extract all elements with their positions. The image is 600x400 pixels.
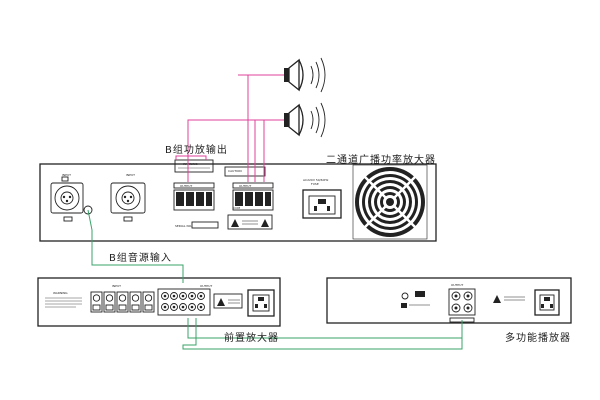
pre-warning-label: WARNING [45, 291, 82, 308]
amp-serial-plate: SERIAL NO. [175, 221, 219, 229]
svg-text:FUSE: FUSE [311, 182, 319, 186]
xlr-input-left: INPUT [50, 173, 93, 222]
svg-text:SERIAL NO.: SERIAL NO. [175, 224, 192, 228]
svg-text:AC220V 50/60Hz: AC220V 50/60Hz [303, 178, 329, 182]
label-b-source-input: B组音源输入 [109, 253, 172, 264]
label-multi-function-player: 多功能播放器 [505, 333, 571, 344]
svg-text:INPUT: INPUT [112, 284, 121, 288]
player-indicators [401, 291, 430, 308]
multi-player-panel: OUTPUT [326, 277, 572, 324]
svg-text:OUTPUT: OUTPUT [239, 184, 251, 188]
pre-power-inlet [247, 289, 275, 317]
svg-text:OUTPUT: OUTPUT [200, 284, 212, 288]
label-two-channel-amplifier: 二通道广播功率放大器 [326, 155, 436, 166]
fan-grille-icon [352, 164, 428, 240]
player-rca-output [448, 288, 476, 323]
speaker-output-terminal-a: OUTPUT [173, 182, 215, 211]
speaker-top-icon [284, 57, 326, 93]
svg-text:COM: COM [233, 206, 240, 210]
svg-text:OUTPUT: OUTPUT [451, 283, 463, 287]
signal-wire [87, 209, 463, 350]
pre-rca-jacks [157, 288, 211, 316]
label-b-amp-output: B组功放输出 [165, 145, 228, 156]
power-amplifier-panel: INPUT INPUT OUTPUT [39, 159, 437, 242]
svg-text:INPUT: INPUT [126, 173, 135, 177]
svg-text:WARNING: WARNING [183, 162, 198, 166]
speaker-wire [175, 74, 284, 182]
ac-power-inlet: AC220V 50/60Hz FUSE [302, 178, 342, 219]
pre-caution-label [213, 293, 243, 309]
svg-text:CAUTION: CAUTION [228, 169, 242, 173]
amp-warning-label: WARNING [174, 159, 214, 173]
svg-text:WARNING: WARNING [53, 291, 68, 295]
svg-text:OUTPUT: OUTPUT [180, 184, 192, 188]
pre-input-channels [90, 291, 155, 313]
amp-caution-label: CAUTION [224, 166, 273, 230]
terminal-labels: COM [233, 206, 240, 210]
label-preamplifier: 前置放大器 [224, 333, 279, 344]
preamplifier-panel: WARNING INPUT [37, 277, 281, 327]
player-caution-label [493, 295, 525, 303]
xlr-input-right: INPUT [110, 173, 146, 222]
speaker-bottom-icon [284, 102, 326, 138]
player-power-inlet [534, 289, 560, 316]
speaker-output-terminal-b: OUTPUT [232, 182, 274, 211]
svg-text:INPUT: INPUT [62, 173, 71, 177]
